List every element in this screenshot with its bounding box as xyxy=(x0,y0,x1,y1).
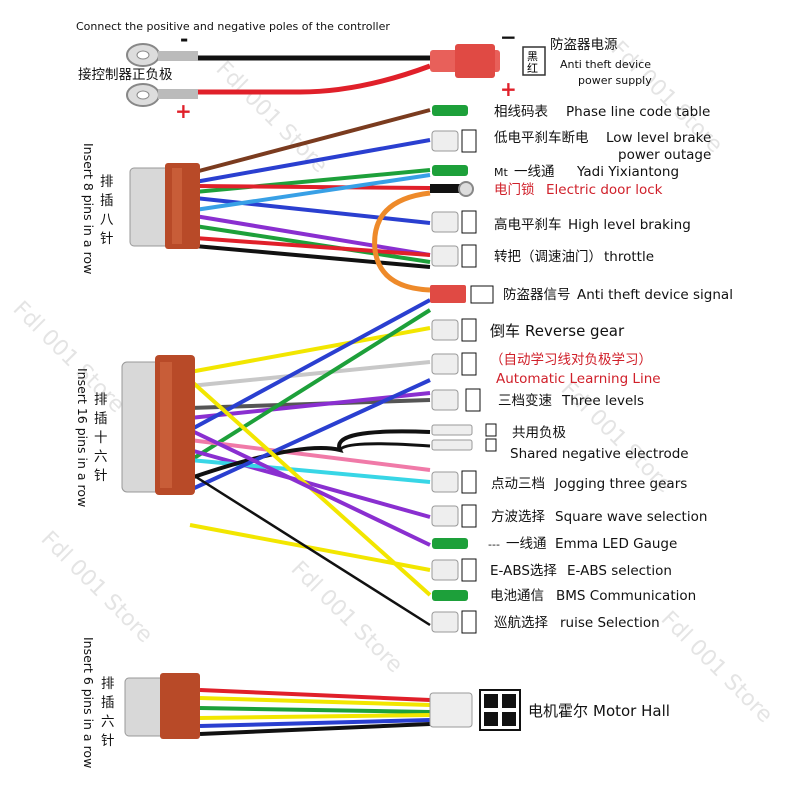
watermark: Fdl 001 Store xyxy=(286,557,408,679)
power-label-cn: 防盗器电源 xyxy=(550,37,618,53)
label-antitheft-cn: 防盗器信号 xyxy=(503,287,571,303)
power-tag-black: 黑 xyxy=(527,50,538,63)
eight-pin-wires xyxy=(194,108,431,293)
sixteen-pin-wires xyxy=(173,298,432,627)
label-emma-en: Emma LED Gauge xyxy=(555,536,677,552)
label-three-levels-cn: 三档变速 xyxy=(498,393,552,409)
label-emma-cn: 一线通 xyxy=(506,536,547,552)
six-pin-cn2: 插 xyxy=(101,695,115,711)
power-wires: 黑 红 xyxy=(126,43,546,107)
plus-sign-2: + xyxy=(500,77,517,101)
label-antitheft-en: Anti theft device signal xyxy=(577,287,733,303)
label-motorhall-en: Motor Hall xyxy=(593,702,670,720)
poles-label-cn: 接控制器正负极 xyxy=(78,66,173,83)
right-labels: 相线码表 Phase line code table 低电平刹车断电 Low l… xyxy=(488,104,733,720)
label-autolearn-en: Automatic Learning Line xyxy=(496,371,661,387)
poles-note: Connect the positive and negative poles … xyxy=(76,20,390,33)
minus-sign-2: − xyxy=(500,25,517,49)
six-pin-connector xyxy=(124,673,200,739)
eight-pin-cn2: 插 xyxy=(100,193,114,209)
watermark: Fdl 001 Store xyxy=(8,297,130,419)
eight-pin-cn1: 排 xyxy=(100,174,114,190)
label-reverse-cn: 倒车 xyxy=(490,322,520,340)
sixteen-pin-en: Insert 16 pins in a row xyxy=(75,368,90,507)
six-pin-cn4: 针 xyxy=(101,733,115,749)
plus-sign: + xyxy=(175,99,192,123)
six-pin-en: Insert 6 pins in a row xyxy=(81,637,96,768)
label-reverse-en: Reverse gear xyxy=(525,322,625,340)
label-shared-neg-cn: 共用负极 xyxy=(512,425,566,441)
label-emma-pre: --- xyxy=(488,538,500,551)
sixteen-pin-cn4: 六 xyxy=(94,449,108,465)
label-bms-en: BMS Communication xyxy=(556,588,696,604)
label-yadi-en: Yadi Yixiantong xyxy=(576,164,679,180)
eight-pin-cn4: 针 xyxy=(100,231,114,247)
sixteen-pin-cn2: 插 xyxy=(94,411,108,427)
motor-hall-plug xyxy=(429,689,521,731)
terminal-plugs xyxy=(430,105,497,634)
label-throttle-cn: 转把（调速油门） xyxy=(494,249,602,265)
label-yadi-cn: 一线通 xyxy=(514,164,555,180)
label-yadi-pre: Mt xyxy=(494,166,508,179)
sixteen-pin-cn5: 针 xyxy=(94,468,108,484)
label-square-en: Square wave selection xyxy=(555,509,707,525)
eight-pin-connector xyxy=(129,163,200,249)
eight-pin-cn3: 八 xyxy=(100,212,114,228)
label-cruise-cn: 巡航选择 xyxy=(494,615,548,631)
label-throttle-en: throttle xyxy=(604,249,654,265)
label-lowbrake-en: Low level brake xyxy=(606,130,711,146)
left-labels: Insert 8 pins in a row 排 插 八 针 Insert 16… xyxy=(75,143,115,768)
label-lowbrake-en2: power outage xyxy=(618,147,711,163)
power-label-en2: power supply xyxy=(578,74,652,87)
label-eabs-cn: E-ABS选择 xyxy=(490,563,557,579)
six-pin-cn3: 六 xyxy=(101,714,115,730)
watermark: Fdl 001 Store xyxy=(656,607,778,729)
label-phase-cn: 相线码表 xyxy=(494,104,548,120)
label-jogging-cn: 点动三档 xyxy=(491,476,545,492)
label-square-cn: 方波选择 xyxy=(491,509,545,525)
minus-sign: - xyxy=(180,27,188,51)
label-doorlock-en: Electric door lock xyxy=(546,182,663,198)
label-doorlock-cn: 电门锁 xyxy=(494,182,535,198)
sixteen-pin-connector xyxy=(121,355,195,495)
eight-pin-en: Insert 8 pins in a row xyxy=(81,143,96,274)
label-shared-neg-en: Shared negative electrode xyxy=(510,446,689,462)
label-phase-en: Phase line code table xyxy=(566,104,710,120)
six-pin-wires xyxy=(199,688,431,736)
sixteen-pin-cn3: 十 xyxy=(94,430,108,446)
label-motorhall-cn: 电机霍尔 xyxy=(528,702,588,720)
label-lowbrake-cn: 低电平刹车断电 xyxy=(494,129,589,146)
label-autolearn-cn: （自动学习线对负极学习） xyxy=(490,352,652,368)
power-label-en1: Anti theft device xyxy=(560,58,651,71)
label-cruise-en: ruise Selection xyxy=(560,615,660,631)
label-three-levels-en: Three levels xyxy=(561,393,644,409)
sixteen-pin-cn1: 排 xyxy=(94,392,108,408)
label-highbrake-en: High level braking xyxy=(568,217,691,233)
label-bms-cn: 电池通信 xyxy=(490,588,544,604)
label-highbrake-cn: 高电平刹车 xyxy=(494,216,562,233)
power-tag-red: 红 xyxy=(527,62,538,75)
six-pin-cn1: 排 xyxy=(101,676,115,692)
watermark: Fdl 001 Store xyxy=(36,527,158,649)
label-jogging-en: Jogging three gears xyxy=(554,476,687,492)
label-eabs-en: E-ABS selection xyxy=(567,563,672,579)
